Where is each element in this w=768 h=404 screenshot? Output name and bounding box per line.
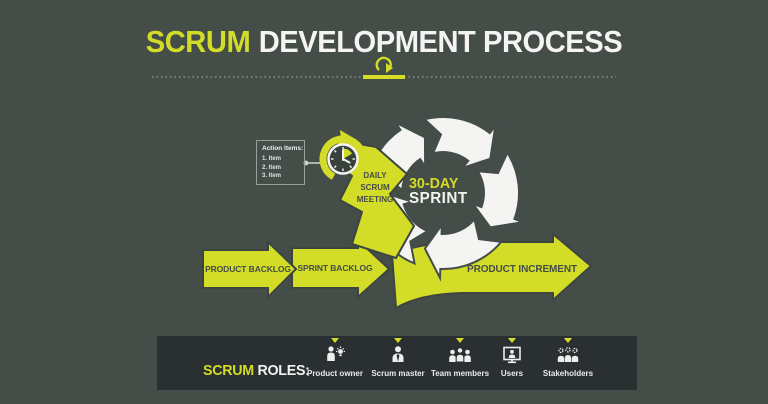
role-marker-icon (394, 338, 402, 343)
title-divider (152, 56, 616, 79)
product-backlog-label: PRODUCT BACKLOG (205, 264, 291, 274)
product-backlog-arrow (202, 239, 298, 300)
role-stakeholders: Stakeholders (528, 336, 608, 390)
action-item: 3. Item (262, 173, 282, 179)
person-idea-icon (322, 345, 348, 366)
sprint-center-label: 30-DAY SPRINT (409, 175, 468, 207)
sprint-backlog-label: SPRINT BACKLOG (297, 263, 373, 273)
scrum-loop-icon (375, 56, 393, 73)
title-highlight: SCRUM (145, 24, 251, 59)
product-increment-label: PRODUCT INCREMENT (467, 263, 577, 275)
sprint-duration: 30-DAY (409, 175, 459, 192)
action-items-heading: Action Items: (262, 145, 304, 152)
action-item: 1. Item (262, 156, 282, 162)
scrum-roles-heading: SCRUM ROLES: (203, 362, 310, 379)
role-scrum-master: Scrum master (358, 336, 438, 390)
role-marker-icon (456, 338, 464, 343)
people-outline-icon (555, 345, 581, 366)
role-users: Users (472, 336, 552, 390)
title-rest: DEVELOPMENT PROCESS (258, 24, 623, 59)
role-marker-icon (508, 338, 516, 343)
role-team-members: Team members (420, 336, 500, 390)
scrum-roles-bar: SCRUM ROLES: (157, 336, 637, 390)
action-items-box: Action Items: 1. Item 2. Item 3. Item (256, 140, 305, 185)
role-marker-icon (331, 338, 339, 343)
role-marker-icon (564, 338, 572, 343)
monitor-user-icon (499, 345, 525, 366)
action-item: 2. Item (262, 164, 282, 171)
person-tie-icon (385, 345, 411, 366)
role-product-owner: Product owner (295, 336, 375, 390)
daily-scrum-meeting-label: DAILY SCRUM MEETING (356, 171, 394, 204)
timer-clock-icon (319, 130, 367, 183)
people-group-icon (447, 345, 473, 366)
sprint-word: SPRINT (409, 190, 468, 207)
